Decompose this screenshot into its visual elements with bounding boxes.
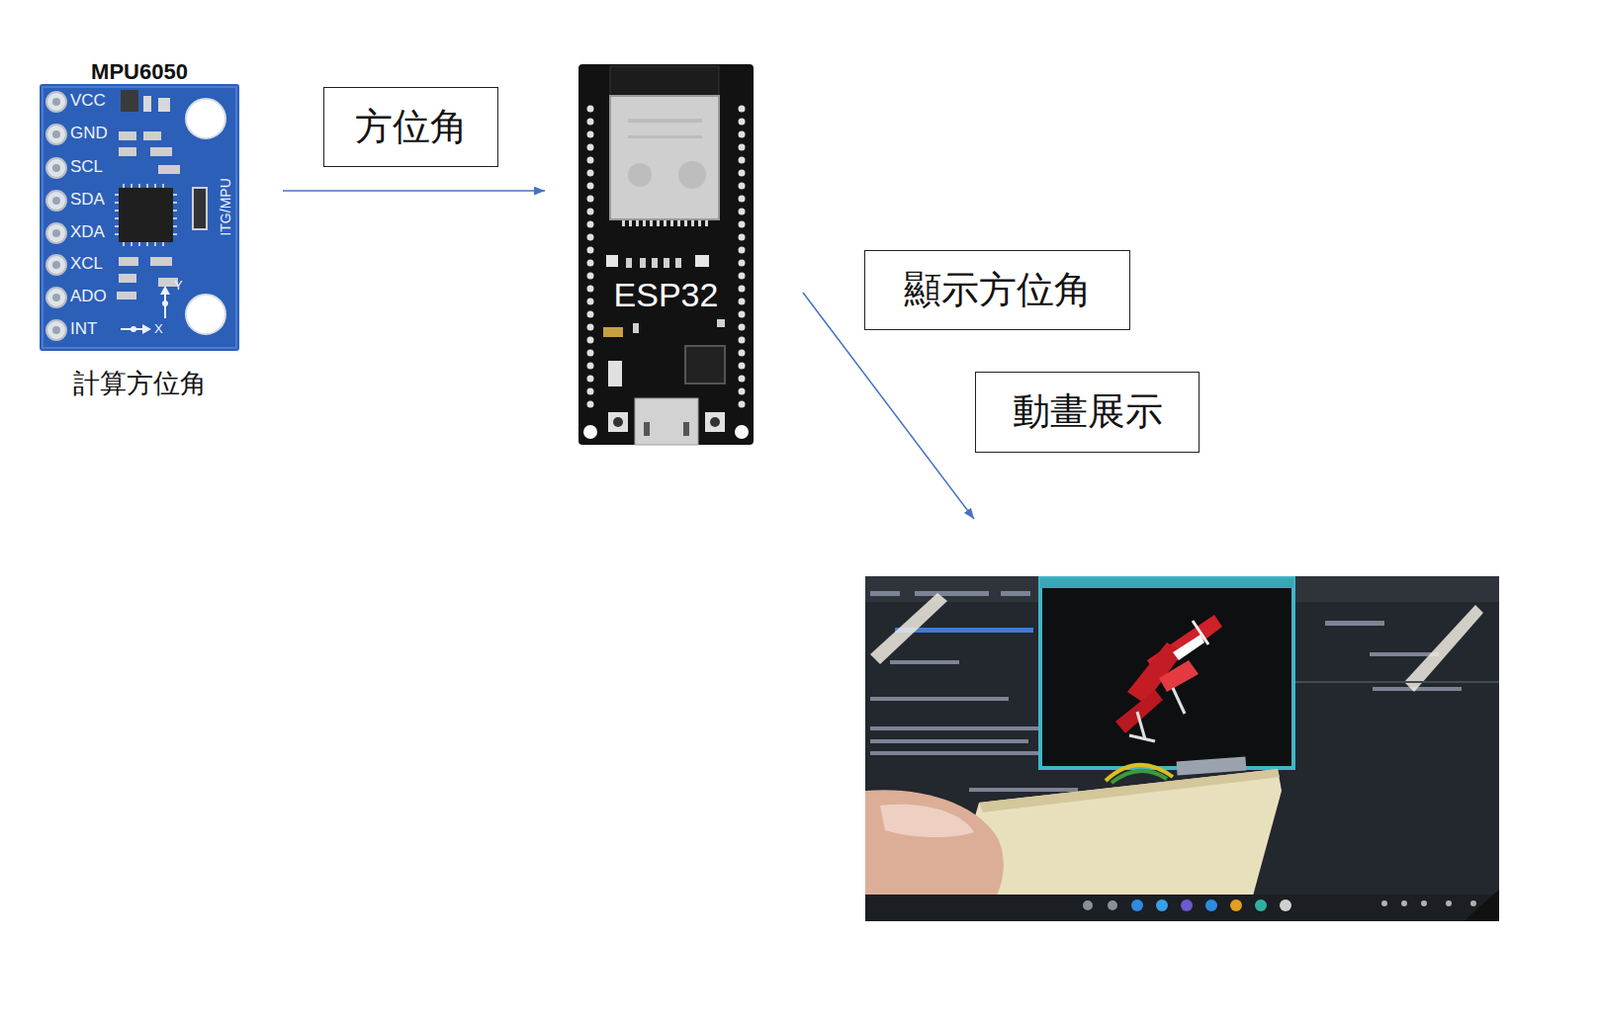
module-caption: 計算方位角	[73, 366, 207, 401]
pin-name: XCL	[70, 254, 103, 274]
pin-name: INT	[70, 319, 97, 340]
pin-name: SDA	[70, 189, 105, 210]
pin-name: GND	[70, 123, 108, 144]
divider	[1285, 681, 1500, 684]
label-box: 動畫展示	[975, 371, 1200, 453]
pin-name: XDA	[70, 222, 105, 243]
pin-hole-centres	[52, 97, 61, 335]
button	[710, 417, 720, 428]
thumbnail	[880, 804, 975, 838]
axis-label: Y	[174, 277, 183, 294]
module-title: MPU6050	[90, 59, 188, 85]
smd-parts	[603, 255, 725, 387]
axis-label: X	[154, 321, 164, 338]
pin-name: VCC	[70, 90, 106, 111]
viewer-window	[1040, 578, 1294, 769]
pcb	[39, 84, 240, 352]
header-pins	[587, 105, 746, 409]
pcb-edge	[42, 87, 237, 349]
mcu-board: ESP32	[578, 64, 754, 445]
box-label: 動畫展示	[1012, 389, 1163, 436]
label-box: 方位角	[323, 87, 499, 168]
logo	[678, 161, 707, 189]
label-box: 顯示方位角	[864, 250, 1131, 331]
usb-port	[643, 422, 650, 437]
taskbar	[865, 894, 1500, 922]
module-can	[610, 95, 719, 220]
box-label: 方位角	[355, 104, 468, 151]
imu-chip	[114, 183, 178, 247]
pin-name: SCL	[70, 157, 103, 178]
lamp-reflection	[870, 593, 948, 665]
logo	[627, 118, 703, 123]
airplane-model	[1115, 615, 1223, 742]
usb-port	[634, 398, 699, 445]
board-label: ESP32	[614, 274, 719, 315]
usb-port	[683, 422, 690, 437]
breadboard-edge	[978, 769, 1280, 813]
arrow	[282, 189, 545, 192]
usb-uart-chip	[685, 346, 725, 384]
esp32-board	[578, 64, 754, 445]
mpu6050-board	[39, 84, 240, 352]
wire	[1111, 771, 1167, 784]
button	[705, 412, 725, 433]
mounting-hole	[734, 425, 749, 440]
box-label: 顯示方位角	[903, 267, 1092, 314]
sensor-on-board	[1176, 757, 1247, 777]
pcb	[578, 64, 754, 445]
button	[608, 412, 628, 433]
mounting-hole	[583, 425, 598, 440]
screen	[865, 576, 1500, 922]
button	[613, 417, 623, 428]
laptop-bezel	[1463, 889, 1500, 922]
castellations	[622, 220, 709, 227]
pin-name: ADO	[70, 286, 107, 307]
board-marking: ITG/MPU	[217, 167, 235, 247]
antenna	[610, 66, 719, 98]
smd-parts	[116, 89, 207, 300]
demo-photo	[865, 576, 1500, 922]
lamp-reflection	[1404, 605, 1484, 693]
logo	[627, 135, 703, 139]
pin-holes	[46, 91, 67, 341]
logo	[627, 163, 652, 187]
sensor-module: MPU6050 計算方位角	[39, 59, 240, 401]
taskbar-icons	[1082, 899, 1477, 912]
viewer-titlebar	[1040, 578, 1294, 589]
